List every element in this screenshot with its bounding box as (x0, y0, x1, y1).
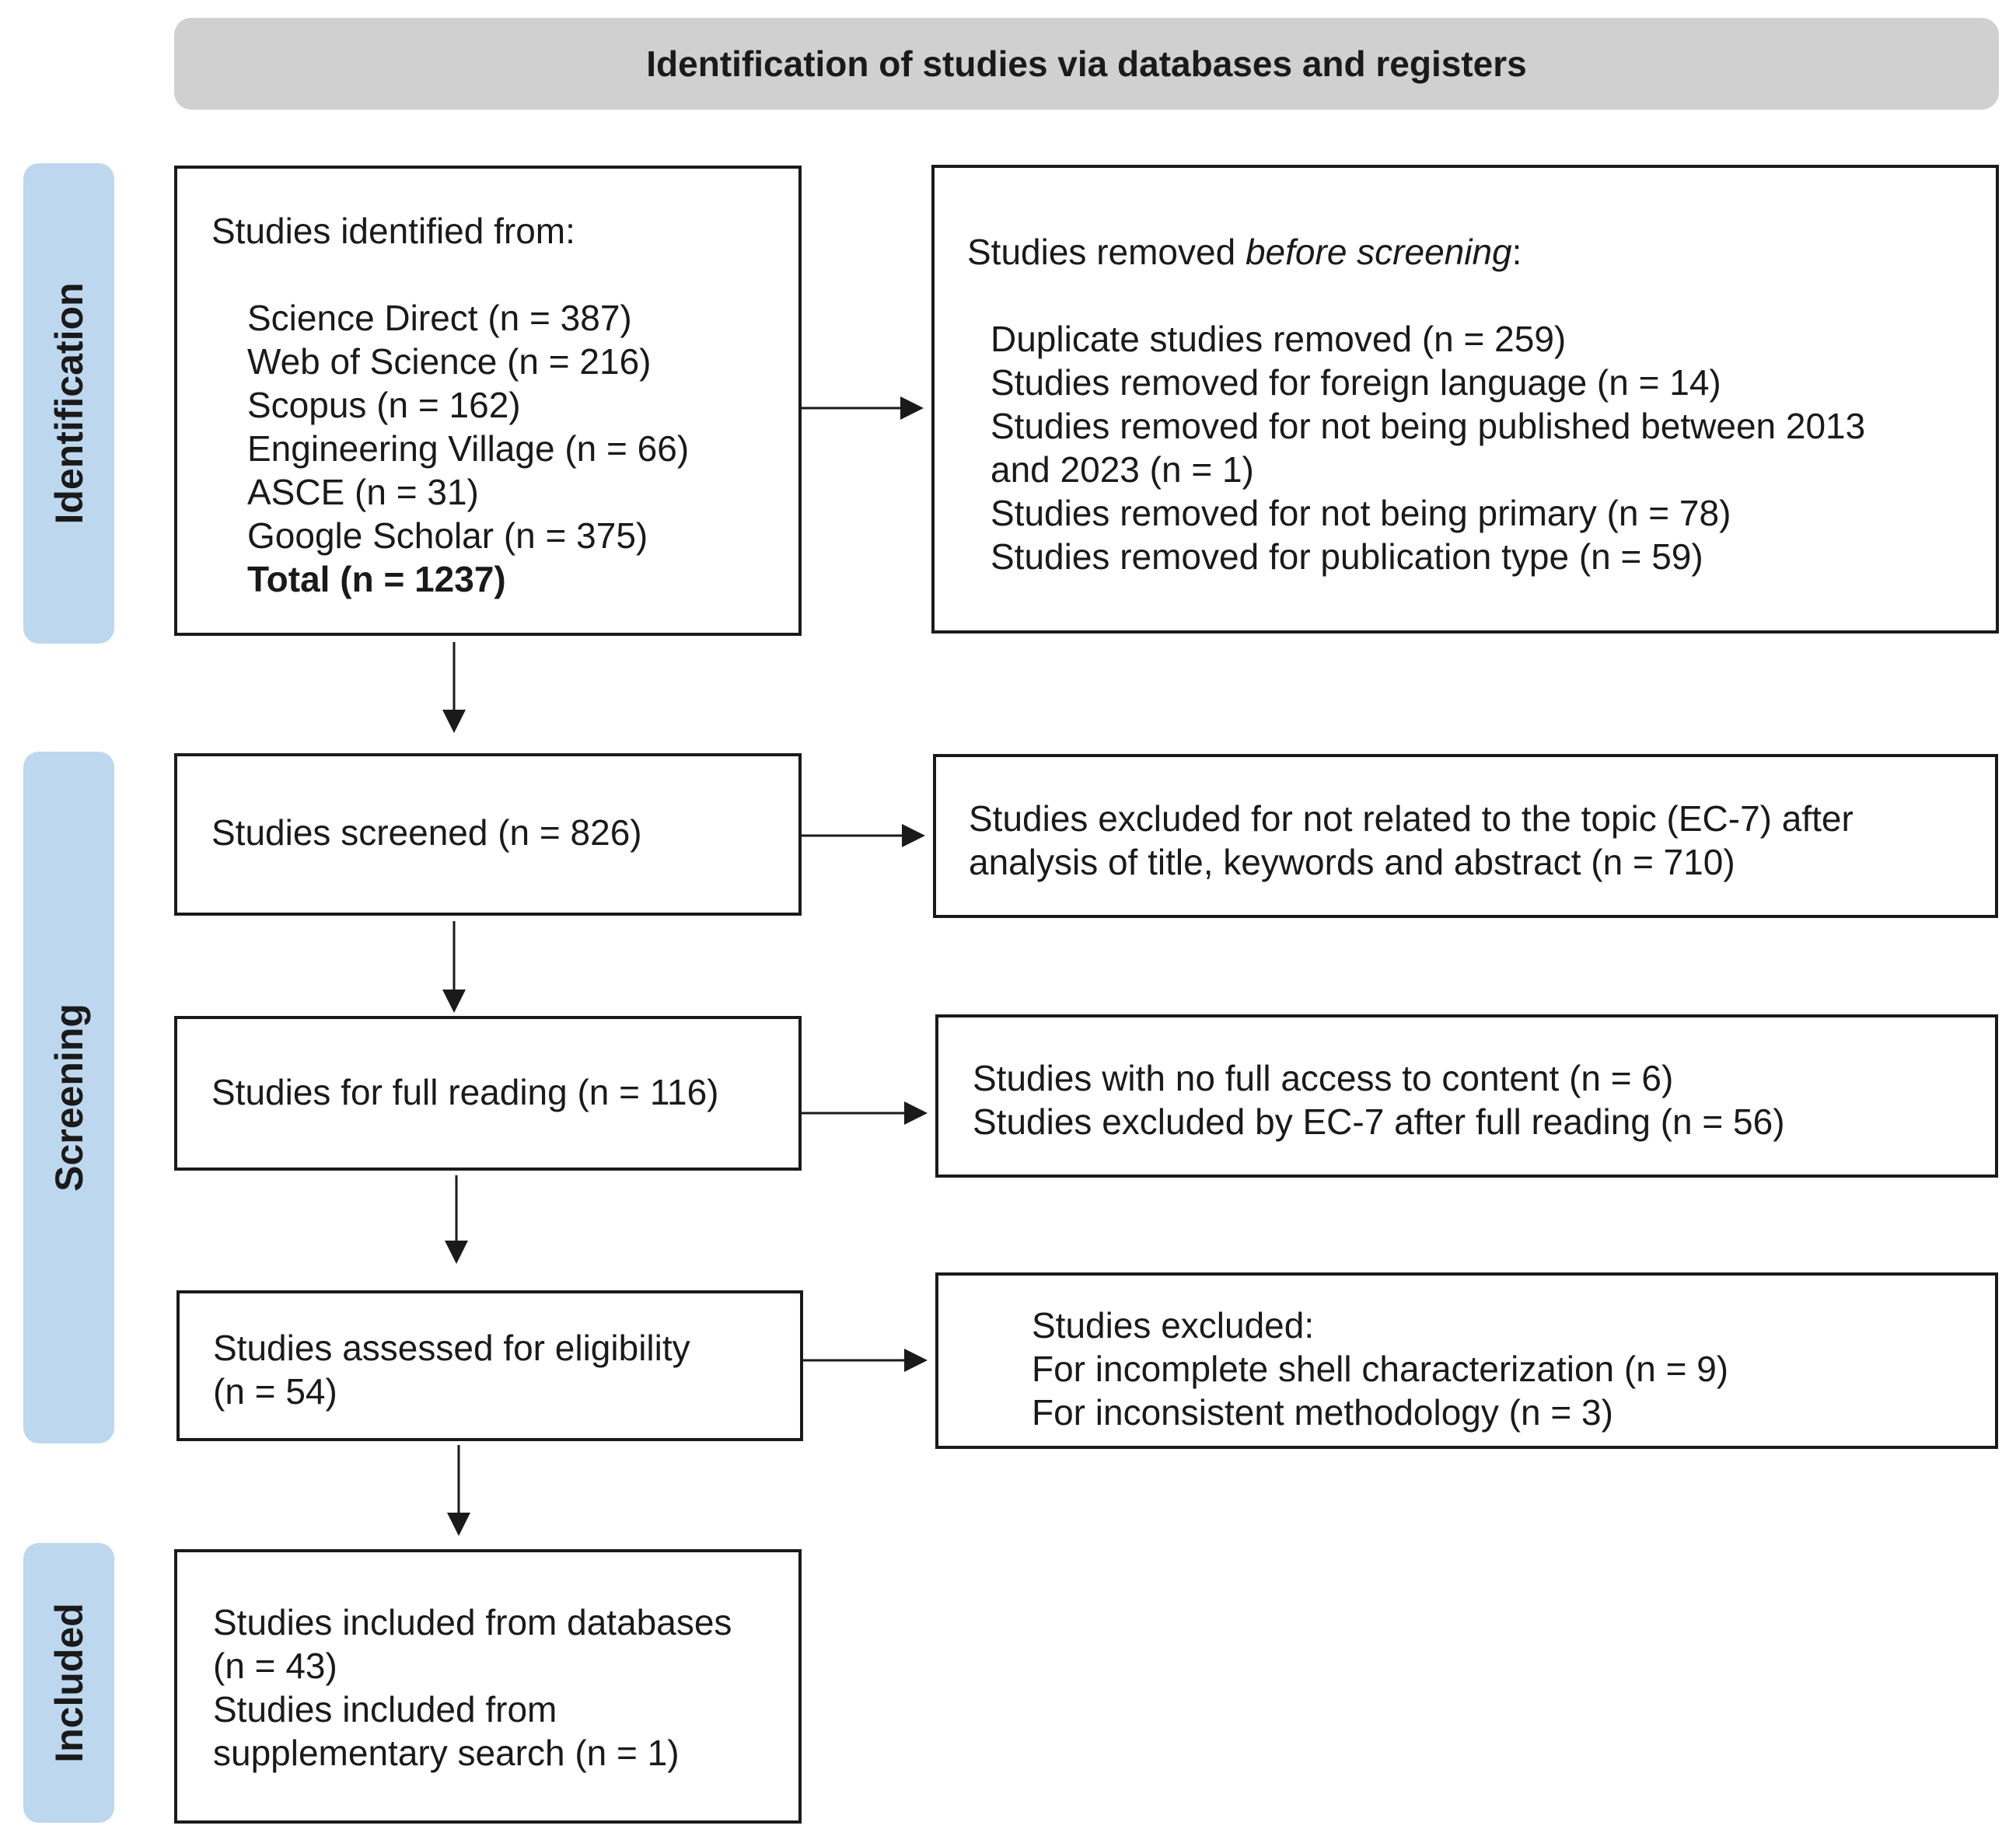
removed-item: Studies removed for publication type (n … (991, 536, 1703, 577)
excluded-eligibility-box: Studies excluded: For incomplete shell c… (935, 1272, 1998, 1449)
included-line: Studies included from (213, 1689, 557, 1730)
excluded-topic-box: Studies excluded for not related to the … (933, 754, 1998, 918)
removed-item: Duplicate studies removed (n = 259) (991, 319, 1567, 359)
phase-identification: Identification (23, 163, 114, 644)
removed-item: Studies removed for not being published … (991, 406, 1866, 446)
eligibility-box: Studies assessed for eligibility (n = 54… (176, 1290, 803, 1441)
eligibility-line: (n = 54) (213, 1371, 337, 1412)
excluded-topic-line: analysis of title, keywords and abstract… (969, 842, 1735, 882)
removed-item: Studies removed for foreign language (n … (991, 362, 1721, 403)
excluded-full-box: Studies with no full access to content (… (935, 1014, 1998, 1178)
source-item: Engineering Village (n = 66) (247, 428, 690, 469)
removed-item: Studies removed for not being primary (n… (991, 493, 1731, 533)
removed-items: Duplicate studies removed (n = 259) Stud… (967, 317, 1996, 578)
source-item: Scopus (n = 162) (247, 385, 521, 425)
screened-box: Studies screened (n = 826) (174, 753, 802, 916)
identified-title: Studies identified from: (211, 211, 575, 251)
header-banner: Identification of studies via databases … (174, 18, 1999, 110)
phase-included: Included (23, 1543, 114, 1823)
source-item: ASCE (n = 31) (247, 472, 479, 512)
included-box: Studies included from databases (n = 43)… (174, 1549, 802, 1824)
full-reading-box: Studies for full reading (n = 116) (174, 1016, 802, 1171)
included-line: supplementary search (n = 1) (213, 1733, 680, 1773)
removed-title: Studies removed before screening: (967, 230, 1996, 274)
excluded-full-line: Studies with no full access to content (… (973, 1058, 1674, 1098)
screened-text: Studies screened (n = 826) (211, 812, 642, 853)
excluded-eligibility-line: For inconsistent methodology (n = 3) (1032, 1392, 1613, 1433)
header-title: Identification of studies via databases … (646, 44, 1527, 84)
source-item: Web of Science (n = 216) (247, 341, 652, 382)
included-line: Studies included from databases (213, 1602, 732, 1642)
removed-title-prefix: Studies removed (967, 232, 1246, 272)
identified-sources: Science Direct (n = 387) Web of Science … (211, 296, 798, 601)
source-item: Google Scholar (n = 375) (247, 515, 648, 556)
included-line: (n = 43) (213, 1646, 337, 1686)
excluded-eligibility-line: For incomplete shell characterization (n… (1032, 1349, 1729, 1389)
removed-title-suffix: : (1511, 232, 1522, 272)
excluded-eligibility-line: Studies excluded: (1032, 1305, 1315, 1346)
eligibility-line: Studies assessed for eligibility (213, 1328, 690, 1368)
source-item: Science Direct (n = 387) (247, 298, 632, 338)
identified-total: Total (n = 1237) (247, 559, 506, 599)
removed-item: and 2023 (n = 1) (991, 449, 1254, 490)
excluded-full-line: Studies excluded by EC-7 after full read… (973, 1101, 1785, 1142)
removed-title-emphasis: before screening (1245, 232, 1512, 272)
phase-screening: Screening (23, 752, 114, 1443)
identified-box: Studies identified from: Science Direct … (174, 166, 802, 636)
removed-box: Studies removed before screening: Duplic… (931, 165, 1999, 634)
excluded-topic-line: Studies excluded for not related to the … (969, 798, 1854, 839)
full-reading-text: Studies for full reading (n = 116) (211, 1072, 719, 1112)
